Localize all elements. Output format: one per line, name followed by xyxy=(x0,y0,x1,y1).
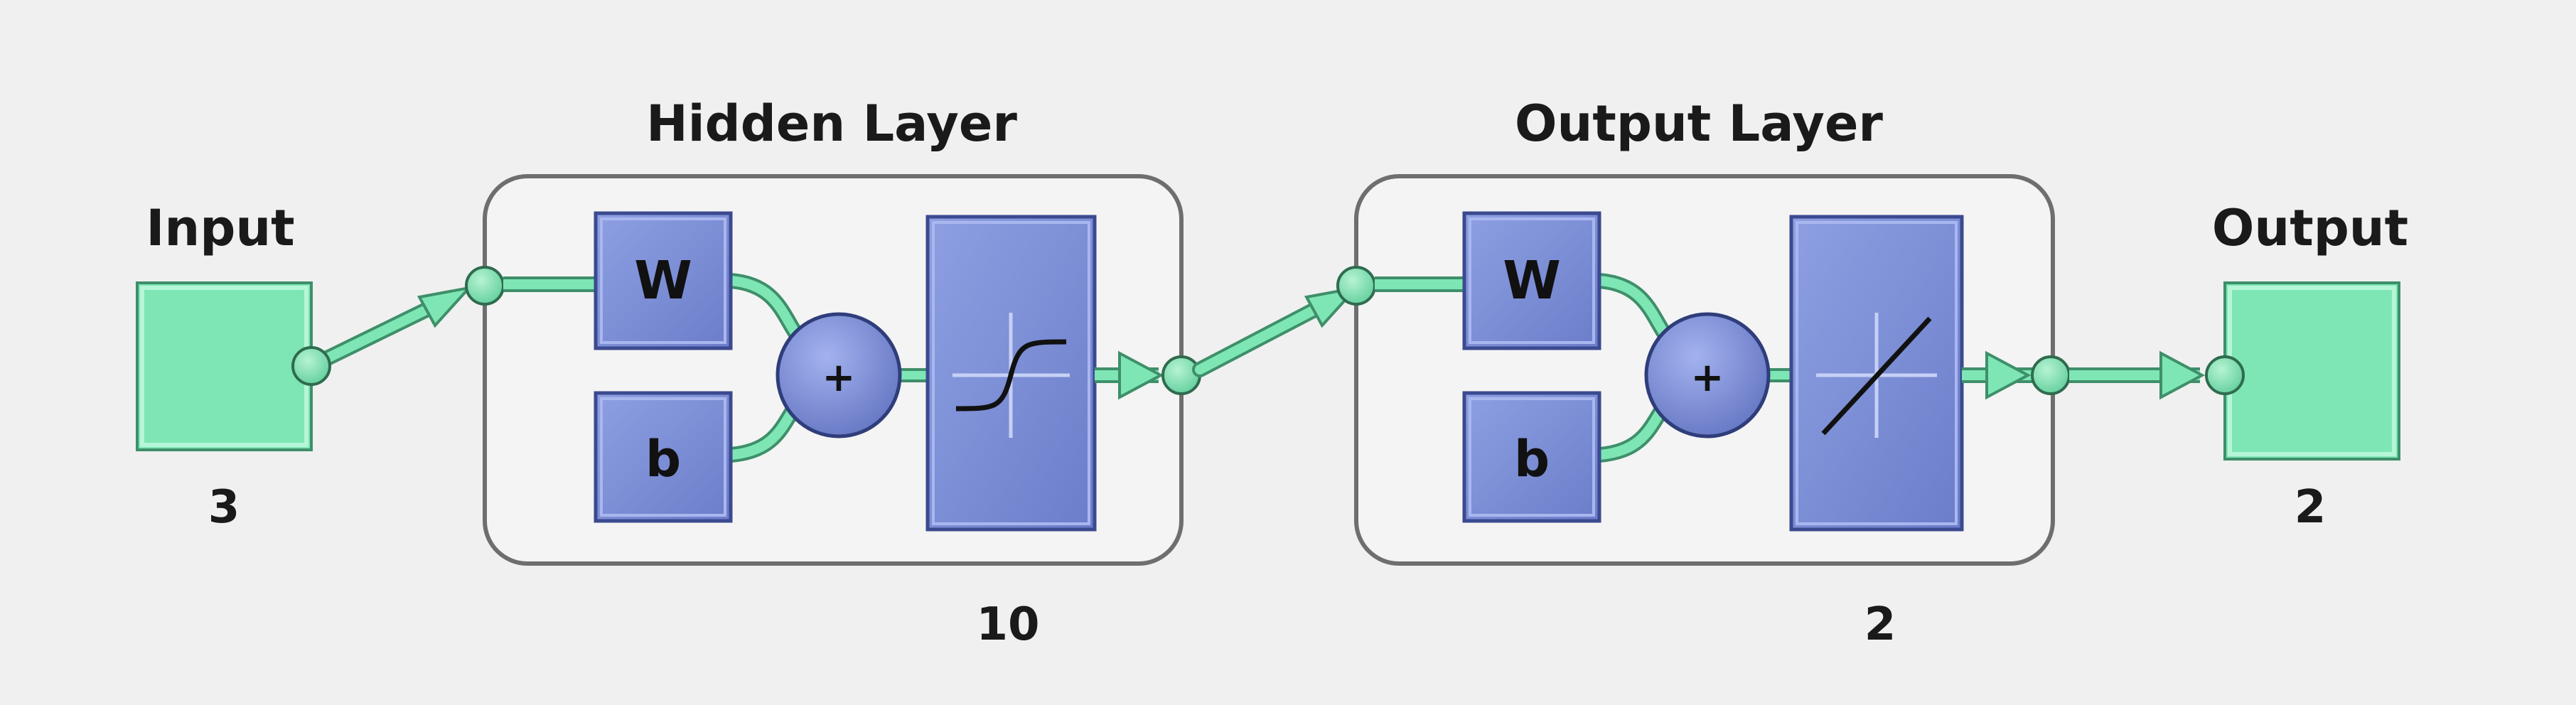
output-sum-symbol: + xyxy=(1691,355,1724,401)
hidden-output-node-icon xyxy=(1161,355,1201,395)
hidden-bias-symbol: b xyxy=(645,430,681,488)
connection-output-layer-to-output xyxy=(2069,350,2206,400)
output-transfer-block xyxy=(1789,215,1964,532)
hidden-layer: Hidden Layer W b + xyxy=(465,95,1201,651)
hidden-weight-symbol: W xyxy=(634,250,692,311)
output-layer: Output Layer W b + xyxy=(1336,95,2071,651)
output-node-icon xyxy=(2205,355,2245,395)
connection-hidden-to-output xyxy=(1192,285,1361,377)
output-block: Output 2 xyxy=(2205,199,2408,534)
output-size: 2 xyxy=(2295,481,2327,534)
output-layer-size: 2 xyxy=(1864,598,1896,651)
hidden-layer-size: 10 xyxy=(976,598,1039,651)
input-size: 3 xyxy=(208,481,240,534)
hidden-sum-symbol: + xyxy=(822,355,856,401)
output-weight-symbol: W xyxy=(1503,250,1561,311)
hidden-weight-block: W xyxy=(594,211,733,350)
output-layer-input-node-icon xyxy=(1336,266,1376,306)
hidden-layer-title: Hidden Layer xyxy=(646,95,1017,153)
output-bias-symbol: b xyxy=(1514,430,1550,488)
output-layer-title: Output Layer xyxy=(1515,95,1883,153)
output-weight-block: W xyxy=(1462,211,1601,350)
input-node-icon xyxy=(291,346,331,386)
hidden-bias-block: b xyxy=(594,391,733,523)
connection-input-to-hidden xyxy=(291,285,473,386)
tansig-curve-icon xyxy=(955,339,1067,411)
purelin-line-icon xyxy=(1821,316,1932,436)
output-layer-output-node-icon xyxy=(2031,355,2071,395)
output-bias-block: b xyxy=(1462,391,1601,523)
input-block: Input 3 xyxy=(136,199,313,534)
output-label: Output xyxy=(2212,199,2408,257)
input-label: Input xyxy=(146,199,294,257)
output-sum-node: + xyxy=(1644,312,1771,438)
hidden-input-node-icon xyxy=(465,266,505,306)
hidden-sum-node: + xyxy=(776,312,902,438)
hidden-transfer-block xyxy=(925,215,1097,532)
